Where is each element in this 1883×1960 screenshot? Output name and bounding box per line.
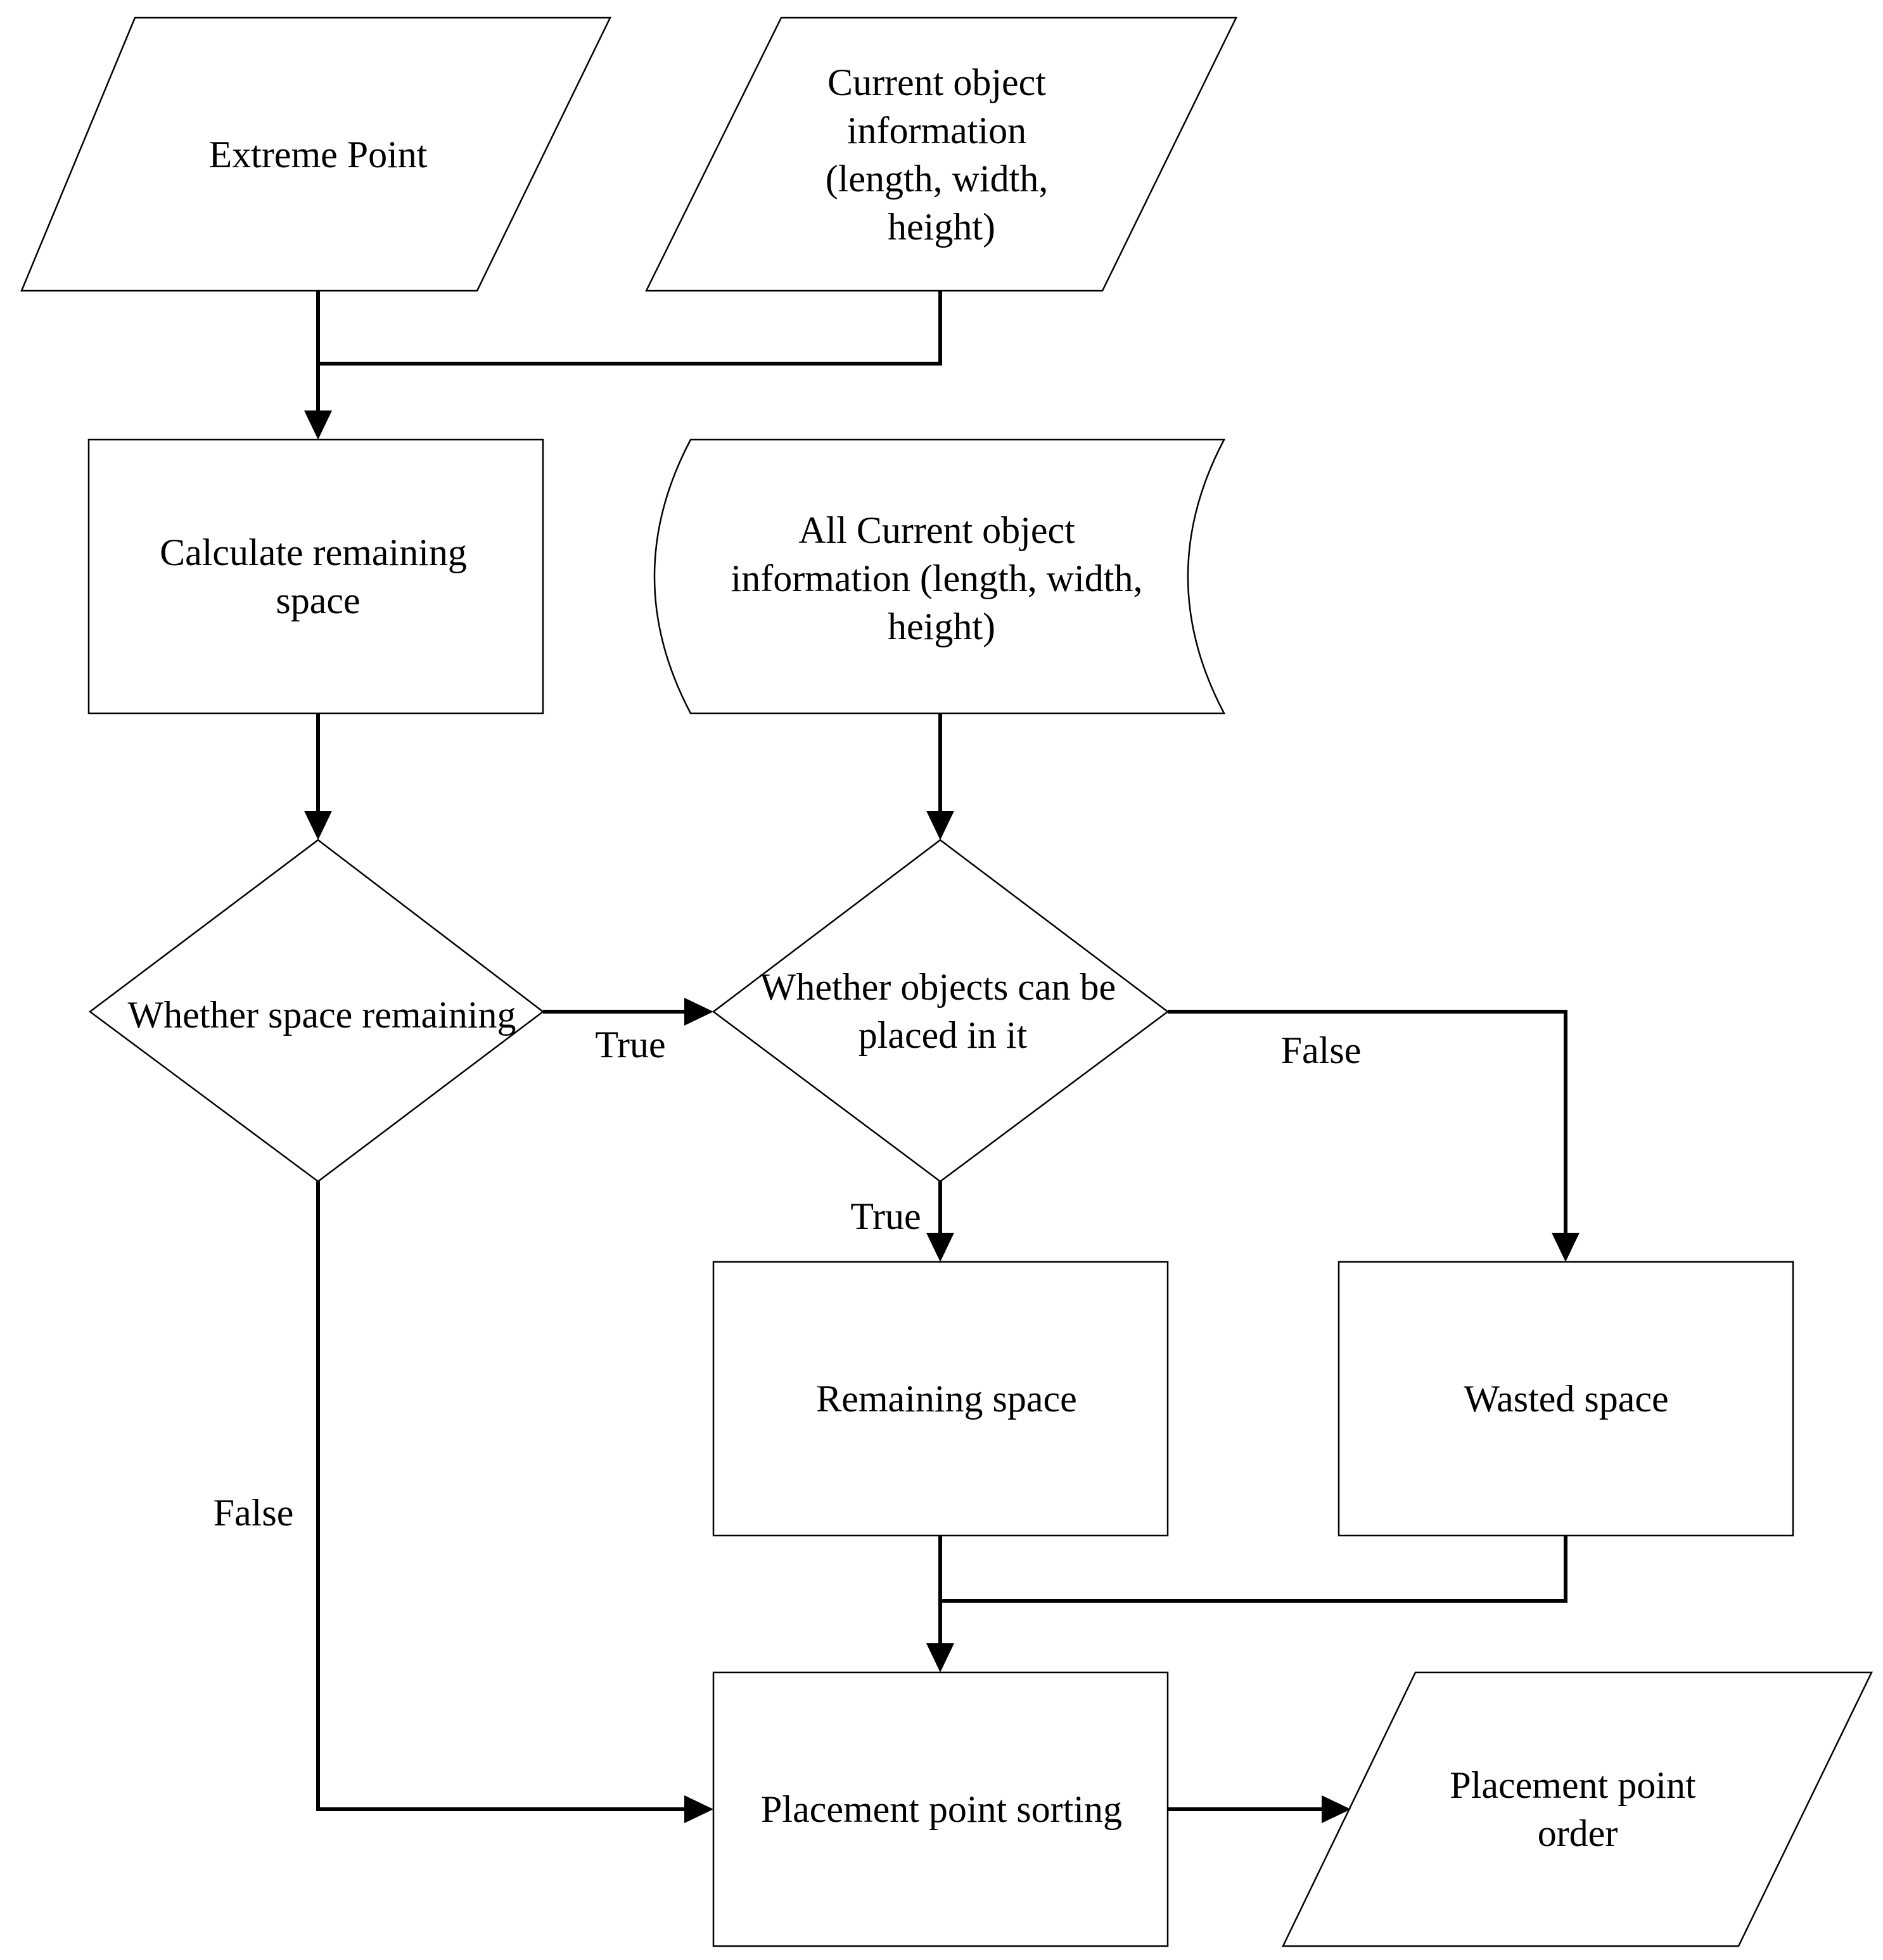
- connector-space-false: [316, 1181, 687, 1811]
- extreme-point-shape: [20, 16, 611, 292]
- remaining-space-shape: [712, 1261, 1169, 1537]
- arrowhead-fit-false: [1552, 1233, 1580, 1262]
- arrowhead-space-false: [684, 1795, 713, 1823]
- calculate-remaining-space-shape: [87, 438, 544, 715]
- extreme-point-label: Extreme Point: [209, 134, 428, 175]
- arrowhead-into-order: [1322, 1795, 1351, 1823]
- placement-point-sorting-shape: [712, 1671, 1169, 1947]
- calculate-remaining-space-label: Calculate remaining space: [160, 531, 476, 621]
- current-object-info-label: Current object information (length, widt…: [826, 61, 1058, 248]
- edge-label-fit-false: False: [1281, 1029, 1362, 1071]
- edge-label-space-true: True: [595, 1024, 665, 1066]
- placement-point-order-shape: [1282, 1671, 1873, 1947]
- placement-point-order-label: Placement point order: [1450, 1764, 1705, 1854]
- whether-objects-fit-label: Whether objects can be placed in it: [760, 966, 1125, 1056]
- arrowhead-into-sorting: [926, 1643, 954, 1672]
- whether-objects-fit-shape: [712, 839, 1170, 1183]
- all-current-object-info-label: All Current object information (length, …: [731, 509, 1152, 647]
- arrowhead-into-calculate: [304, 410, 332, 440]
- edge-label-space-false: False: [214, 1492, 294, 1534]
- remaining-space-label: Remaining space: [816, 1378, 1077, 1420]
- arrowhead-fit-true: [926, 1233, 954, 1262]
- edge-label-fit-true: True: [850, 1195, 921, 1237]
- connector-current-object-merge: [318, 291, 942, 366]
- all-current-object-info-shape: [653, 438, 1226, 715]
- wasted-space-label: Wasted space: [1464, 1378, 1668, 1420]
- whether-space-remaining-label: Whether space remaining: [127, 994, 516, 1036]
- arrowhead-into-space-decision: [304, 811, 332, 840]
- placement-point-sorting-label: Placement point sorting: [761, 1788, 1122, 1830]
- arrowhead-into-fit-decision: [926, 811, 954, 840]
- connector-fit-false: [1168, 1010, 1567, 1235]
- arrowhead-space-true: [684, 998, 713, 1026]
- connector-wasted-merge: [940, 1536, 1567, 1603]
- wasted-space-shape: [1337, 1261, 1794, 1537]
- current-object-info-shape: [644, 16, 1238, 292]
